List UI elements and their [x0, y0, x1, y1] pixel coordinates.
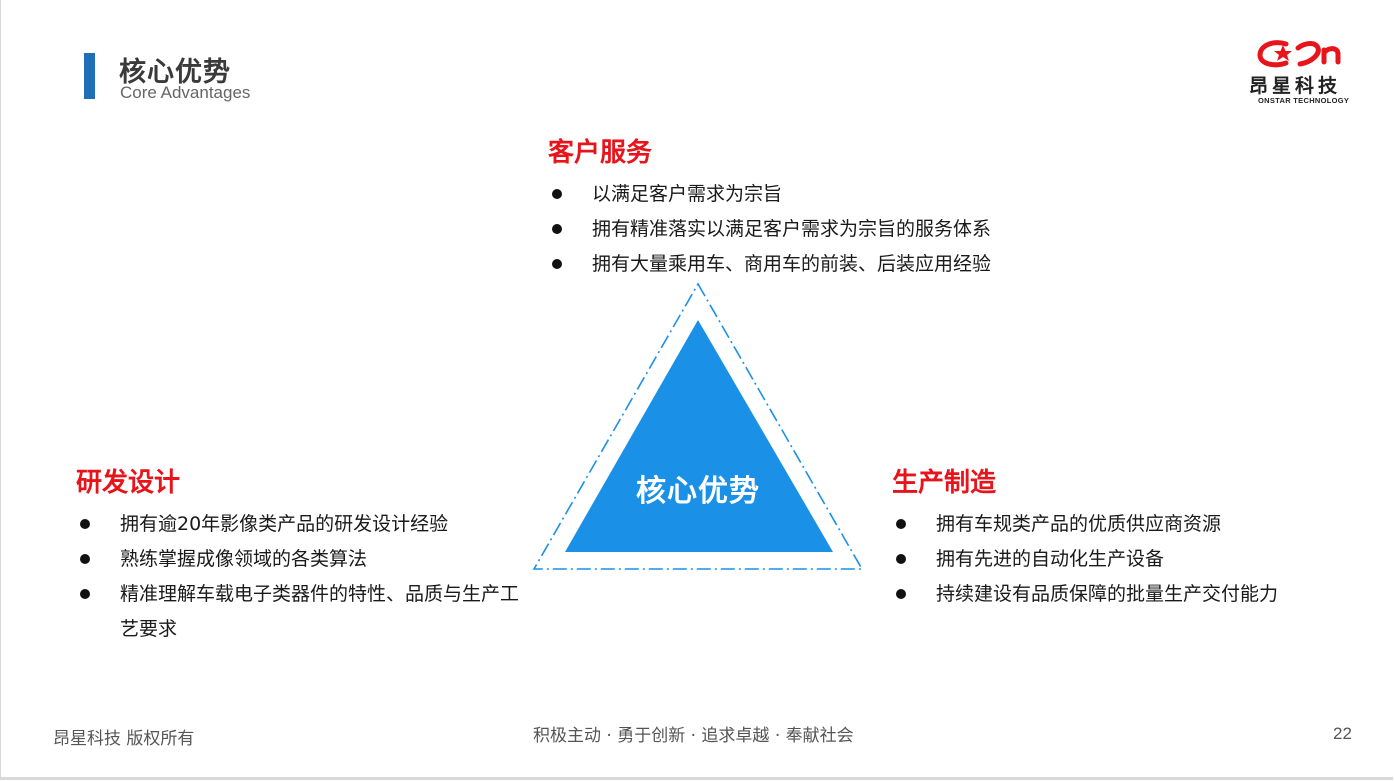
bullet-list: 以满足客户需求为宗旨 拥有精准落实以满足客户需求为宗旨的服务体系 拥有大量乘用车…	[548, 177, 991, 282]
footer-slogan: 积极主动 · 勇于创新 · 追求卓越 · 奉献社会	[533, 726, 854, 746]
page-subtitle: Core Advantages	[120, 83, 251, 102]
list-item: 熟练掌握成像领域的各类算法	[76, 542, 526, 577]
section-heading: 研发设计	[76, 468, 181, 498]
title-accent-bar	[84, 53, 95, 99]
list-item: 拥有先进的自动化生产设备	[892, 542, 1352, 577]
triangle-solid-fill	[565, 320, 833, 552]
triangle-dashed-outline	[532, 282, 864, 570]
section-heading: 生产制造	[892, 468, 997, 498]
bullet-list: 拥有逾20年影像类产品的研发设计经验 熟练掌握成像领域的各类算法 精准理解车载电…	[76, 507, 526, 647]
core-advantage-label: 核心优势	[636, 474, 760, 509]
list-item: 精准理解车载电子类器件的特性、品质与生产工艺要求	[76, 577, 526, 647]
customer-service-section: 客户服务 以满足客户需求为宗旨 拥有精准落实以满足客户需求为宗旨的服务体系 拥有…	[548, 132, 991, 282]
core-advantage-triangle	[532, 282, 864, 570]
list-item: 拥有车规类产品的优质供应商资源	[892, 507, 1352, 542]
production-section: 生产制造 拥有车规类产品的优质供应商资源 拥有先进的自动化生产设备 持续建设有品…	[892, 462, 1352, 612]
bullet-list: 拥有车规类产品的优质供应商资源 拥有先进的自动化生产设备 持续建设有品质保障的批…	[892, 507, 1352, 612]
list-item: 以满足客户需求为宗旨	[548, 177, 991, 212]
logo-name-en: ONSTAR TECHNOLOGY	[1258, 96, 1350, 105]
rnd-design-section: 研发设计 拥有逾20年影像类产品的研发设计经验 熟练掌握成像领域的各类算法 精准…	[76, 462, 526, 647]
list-item: 拥有精准落实以满足客户需求为宗旨的服务体系	[548, 212, 991, 247]
page-number: 22	[1333, 724, 1352, 743]
onstar-logo-icon	[1257, 40, 1341, 68]
list-item: 拥有逾20年影像类产品的研发设计经验	[76, 507, 526, 542]
list-item: 持续建设有品质保障的批量生产交付能力	[892, 577, 1352, 612]
page-title: 核心优势	[119, 57, 231, 88]
footer-copyright: 昂星科技 版权所有	[53, 729, 195, 749]
logo-name-cn: 昂星科技	[1249, 75, 1342, 97]
list-item: 拥有大量乘用车、商用车的前装、后装应用经验	[548, 247, 991, 282]
section-heading: 客户服务	[548, 138, 653, 168]
